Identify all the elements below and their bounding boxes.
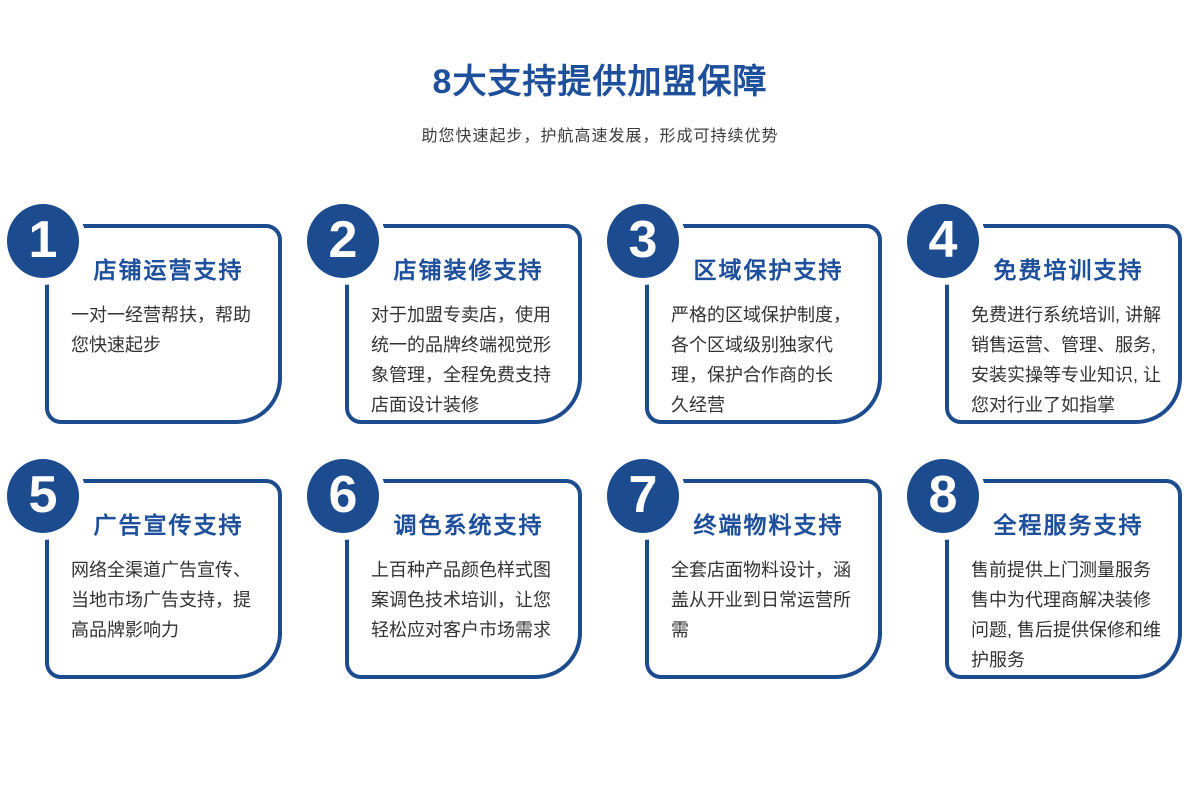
- support-card-4: 4 免费培训支持 免费进行系统培训, 讲解 销售运营、管理、服务, 安装实操等专…: [900, 197, 1200, 425]
- card-box: 店铺运营支持 一对一经营帮扶，帮助 您快速起步: [45, 224, 282, 425]
- support-card-2: 2 店铺装修支持 对于加盟专卖店，使用 统一的品牌终端视觉形 象管理，全程免费支…: [300, 197, 600, 425]
- support-card-5: 5 广告宣传支持 网络全渠道广告宣传、 当地市场广告支持，提 高品牌影响力: [0, 452, 300, 680]
- card-description: 严格的区域保护制度， 各个区域级别独家代 理，保护合作商的长 久经营: [671, 305, 851, 416]
- card-title: 广告宣传支持: [93, 512, 244, 539]
- support-card-8: 8 全程服务支持 售前提供上门测量服务 售中为代理商解决装修 问题, 售后提供保…: [900, 452, 1200, 680]
- card-description: 网络全渠道广告宣传、 当地市场广告支持，提 高品牌影响力: [71, 560, 251, 641]
- card-title: 终端物料支持: [693, 512, 844, 539]
- section-header: 8大支持提供加盟保障 助您快速起步，护航高速发展，形成可持续优势: [0, 0, 1200, 146]
- card-description: 一对一经营帮扶，帮助 您快速起步: [71, 305, 251, 356]
- card-box: 全程服务支持 售前提供上门测量服务 售中为代理商解决装修 问题, 售后提供保修和…: [945, 479, 1182, 680]
- support-card-3: 3 区域保护支持 严格的区域保护制度， 各个区域级别独家代 理，保护合作商的长 …: [600, 197, 900, 425]
- card-box: 广告宣传支持 网络全渠道广告宣传、 当地市场广告支持，提 高品牌影响力: [45, 479, 282, 680]
- card-box: 区域保护支持 严格的区域保护制度， 各个区域级别独家代 理，保护合作商的长 久经…: [645, 224, 882, 425]
- card-number-badge: 3: [600, 197, 686, 286]
- card-number-badge: 5: [0, 452, 86, 541]
- card-description: 对于加盟专卖店，使用 统一的品牌终端视觉形 象管理，全程免费支持 店面设计装修: [371, 305, 551, 416]
- card-number-badge: 6: [300, 452, 386, 541]
- card-box: 调色系统支持 上百种产品颜色样式图 案调色技术培训，让您 轻松应对客户市场需求: [345, 479, 582, 680]
- support-card-6: 6 调色系统支持 上百种产品颜色样式图 案调色技术培训，让您 轻松应对客户市场需…: [300, 452, 600, 680]
- card-box: 店铺装修支持 对于加盟专卖店，使用 统一的品牌终端视觉形 象管理，全程免费支持 …: [345, 224, 582, 425]
- card-box: 免费培训支持 免费进行系统培训, 讲解 销售运营、管理、服务, 安装实操等专业知…: [945, 224, 1182, 425]
- support-card-1: 1 店铺运营支持 一对一经营帮扶，帮助 您快速起步: [0, 197, 300, 425]
- card-number-badge: 8: [900, 452, 986, 541]
- card-box: 终端物料支持 全套店面物料设计，涵 盖从开业到日常运营所 需: [645, 479, 882, 680]
- card-title: 调色系统支持: [393, 512, 544, 539]
- page-title: 8大支持提供加盟保障: [432, 63, 768, 101]
- support-cards-grid: 1 店铺运营支持 一对一经营帮扶，帮助 您快速起步 2 店铺装修支持 对于加盟专…: [0, 197, 1200, 680]
- card-description: 全套店面物料设计，涵 盖从开业到日常运营所 需: [671, 560, 851, 641]
- card-title: 店铺装修支持: [393, 257, 544, 284]
- card-number-badge: 7: [600, 452, 686, 541]
- card-description: 上百种产品颜色样式图 案调色技术培训，让您 轻松应对客户市场需求: [371, 560, 551, 641]
- card-description: 售前提供上门测量服务 售中为代理商解决装修 问题, 售后提供保修和维 护服务: [971, 560, 1162, 671]
- card-description: 免费进行系统培训, 讲解 销售运营、管理、服务, 安装实操等专业知识, 让 您对…: [971, 305, 1162, 416]
- card-title: 全程服务支持: [993, 512, 1144, 539]
- page-subtitle: 助您快速起步，护航高速发展，形成可持续优势: [421, 128, 779, 146]
- card-title: 区域保护支持: [693, 257, 844, 284]
- card-title: 店铺运营支持: [93, 257, 244, 284]
- card-number-badge: 4: [900, 197, 986, 286]
- card-title: 免费培训支持: [993, 257, 1144, 284]
- card-number-badge: 2: [300, 197, 386, 286]
- support-card-7: 7 终端物料支持 全套店面物料设计，涵 盖从开业到日常运营所 需: [600, 452, 900, 680]
- card-number-badge: 1: [0, 197, 86, 286]
